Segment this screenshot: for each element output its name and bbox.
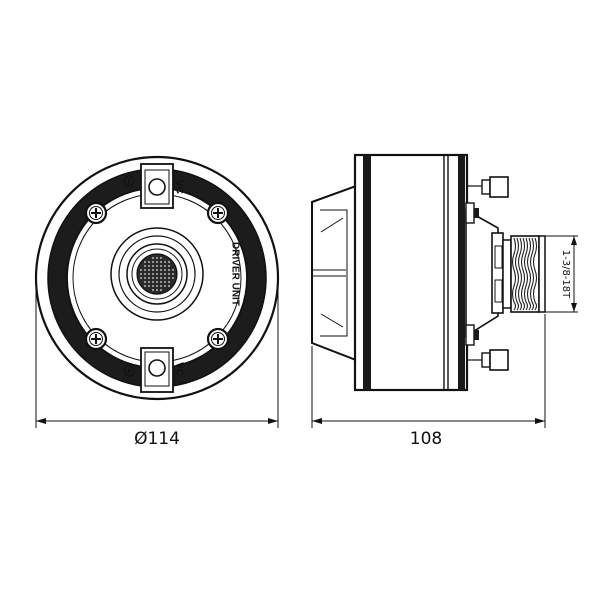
- diameter-dimension: Ø114: [35, 280, 279, 449]
- screw-bottom-left-icon: [84, 327, 108, 351]
- diameter-label: Ø114: [134, 429, 180, 449]
- thread-dimension: 1-3/8-18T: [545, 235, 578, 313]
- front-outer-rim: [34, 155, 280, 401]
- rear-neck: [465, 208, 504, 338]
- terminal-top-label: VC: [173, 180, 184, 194]
- screw-bottom-right-icon: [206, 327, 230, 351]
- throat-assembly: [110, 227, 204, 321]
- thread-label: 1-3/8-18T: [560, 250, 571, 299]
- length-label: 108: [410, 429, 442, 449]
- terminal-post-top: [465, 176, 509, 224]
- terminal-top-negative-icon: [123, 175, 135, 187]
- length-dimension: 108: [311, 314, 546, 449]
- terminal-bottom-positive-icon: [123, 365, 135, 377]
- screw-top-right-icon: [206, 201, 230, 225]
- terminal-top: [123, 163, 174, 209]
- front-view: DRIVER UNIT VC VC Ø114: [34, 155, 280, 449]
- horn-flange: [311, 184, 357, 362]
- threaded-throat: [502, 235, 546, 313]
- terminal-bottom-label: VC: [173, 362, 184, 376]
- product-label: DRIVER UNIT: [229, 242, 240, 306]
- driver-body: [353, 153, 469, 392]
- terminal-bottom: [123, 347, 174, 393]
- screw-top-left-icon: [84, 201, 108, 225]
- side-view: 1-3/8-18T 108: [311, 153, 578, 449]
- terminal-post-bottom: [465, 324, 509, 371]
